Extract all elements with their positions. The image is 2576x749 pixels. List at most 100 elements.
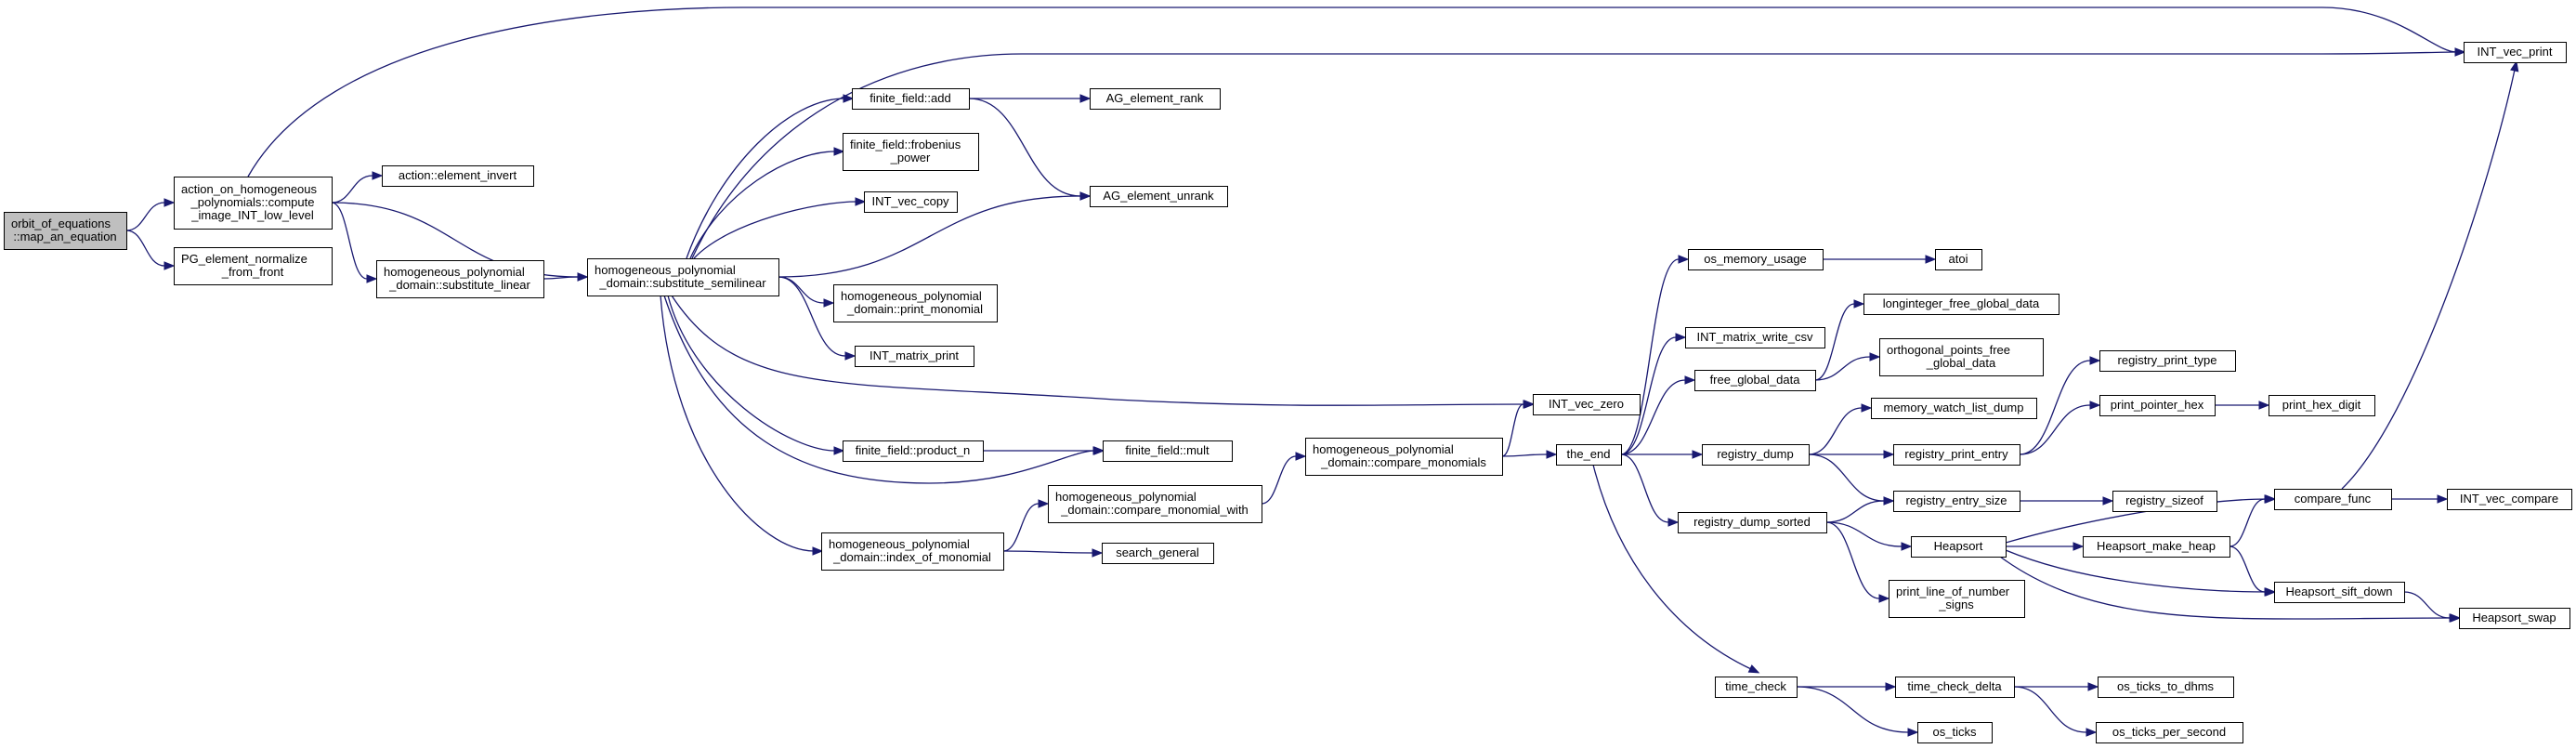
node-regdumpsorted[interactable]: registry_dump_sorted	[1678, 512, 1827, 533]
edge-arrowhead	[163, 261, 176, 270]
edge-arrowhead	[1885, 682, 1897, 691]
edge-arrowhead	[1546, 450, 1558, 459]
node-hpsublin[interactable]: homogeneous_polynomial_domain::substitut…	[376, 260, 544, 298]
edge-line	[1796, 686, 1909, 733]
node-freeglob[interactable]: free_global_data	[1694, 370, 1816, 391]
node-box	[1715, 677, 1798, 698]
node-actinv[interactable]: action::element_invert	[382, 165, 534, 187]
edge-arrowhead	[2264, 587, 2276, 597]
edge-line	[125, 202, 165, 231]
node-label: registry_dump_sorted	[1693, 515, 1811, 529]
edge-line	[1620, 336, 1677, 455]
edge-line	[2341, 69, 2516, 490]
node-pgnorm[interactable]: PG_element_normalize_from_front	[174, 247, 333, 285]
node-osticksdhms[interactable]: os_ticks_to_dhms	[2098, 677, 2234, 698]
node-root[interactable]: orbit_of_equations::map_an_equation	[4, 212, 127, 250]
node-box	[1893, 444, 2020, 466]
edge-line	[125, 230, 165, 267]
edge-regdump-to-regprintentry	[1809, 450, 1895, 459]
edge-heapsift-to-heapswap	[2403, 591, 2461, 623]
node-theend[interactable]: the_end	[1556, 444, 1622, 466]
node-osticksps[interactable]: os_ticks_per_second	[2096, 722, 2243, 743]
edge-timecheck-to-osticks	[1796, 686, 1919, 737]
node-heapsift[interactable]: Heapsort_sift_down	[2274, 582, 2405, 603]
edge-line	[331, 175, 373, 204]
node-intveczero[interactable]: INT_vec_zero	[1533, 394, 1641, 415]
node-hpprintmon[interactable]: homogeneous_polynomial_domain::print_mon…	[833, 284, 998, 322]
edge-printptrhex-to-printhexdigit	[2215, 401, 2270, 410]
edge-hpindex-to-hpcmpwith	[1002, 499, 1050, 552]
node-ffrob[interactable]: finite_field::frobenius_power	[843, 133, 979, 171]
node-box	[1103, 440, 1233, 462]
node-regentrysize[interactable]: registry_entry_size	[1893, 491, 2020, 512]
node-box	[376, 260, 544, 298]
node-osmem[interactable]: os_memory_usage	[1688, 249, 1824, 270]
edge-line	[660, 295, 815, 552]
edge-arrowhead	[2454, 47, 2466, 57]
node-timecheck[interactable]: time_check	[1715, 677, 1798, 698]
node-regprintentry[interactable]: registry_print_entry	[1893, 444, 2020, 466]
node-box	[855, 346, 974, 367]
node-osticks[interactable]: os_ticks	[1917, 722, 1993, 743]
edge-line	[691, 51, 2457, 259]
node-regsizeof[interactable]: registry_sizeof	[2112, 491, 2217, 512]
node-heapsort[interactable]: Heapsort	[1911, 536, 2007, 558]
node-box	[587, 258, 779, 296]
node-regprinttype[interactable]: registry_print_type	[2099, 350, 2236, 372]
node-intveccopy[interactable]: INT_vec_copy	[864, 191, 958, 213]
node-box	[2099, 395, 2216, 416]
node-label: homogeneous_polynomial	[829, 537, 970, 551]
node-intveccmp[interactable]: INT_vec_compare	[2447, 489, 2572, 510]
node-atoi[interactable]: atoi	[1935, 249, 1982, 270]
node-orthpts[interactable]: orthogonal_points_free_global_data	[1879, 338, 2044, 376]
edge-arrowhead	[2264, 494, 2276, 504]
edge-line	[1592, 464, 1752, 670]
edge-cmpfunc-to-intveccmp	[2391, 494, 2449, 504]
node-box	[1685, 327, 1825, 348]
node-label: finite_field::mult	[1125, 443, 1210, 457]
edge-line	[1620, 453, 1669, 523]
node-hpsubsemi[interactable]: homogeneous_polynomial_domain::substitut…	[587, 258, 779, 296]
node-cmpfunc[interactable]: compare_func	[2274, 489, 2392, 510]
node-label: INT_vec_zero	[1549, 397, 1624, 411]
node-regdump[interactable]: registry_dump	[1702, 444, 1810, 466]
node-intmatprint[interactable]: INT_matrix_print	[855, 346, 974, 367]
edge-arrowhead	[1678, 255, 1690, 264]
node-intmatcsv[interactable]: INT_matrix_write_csv	[1685, 327, 1825, 348]
node-box	[2274, 489, 2392, 510]
node-heapswap[interactable]: Heapsort_swap	[2459, 608, 2570, 629]
node-label: longinteger_free_global_data	[1883, 296, 2040, 310]
node-agrank[interactable]: AG_element_rank	[1090, 88, 1221, 110]
node-hpcmpwith[interactable]: homogeneous_polynomial_domain::compare_m…	[1048, 485, 1262, 523]
edge-line	[1501, 453, 1548, 457]
node-printhexdigit[interactable]: print_hex_digit	[2269, 395, 2375, 416]
node-printptrhex[interactable]: print_pointer_hex	[2099, 395, 2216, 416]
node-label: registry_print_entry	[1904, 447, 2008, 461]
node-timecheckdelta[interactable]: time_check_delta	[1895, 677, 2015, 698]
node-ffadd[interactable]: finite_field::add	[852, 88, 970, 110]
edge-line	[693, 201, 857, 259]
edge-freeglob-to-longint	[1814, 299, 1865, 381]
edge-line	[2229, 498, 2266, 547]
node-ffprodn[interactable]: finite_field::product_n	[843, 440, 984, 462]
node-aohp[interactable]: action_on_homogeneous_polynomials::compu…	[174, 177, 333, 230]
node-label: memory_watch_list_dump	[1883, 401, 2023, 414]
edge-line	[2403, 591, 2451, 619]
node-memwatch[interactable]: memory_watch_list_dump	[1871, 398, 2037, 419]
node-label: registry_print_type	[2118, 353, 2217, 367]
node-heapmake[interactable]: Heapsort_make_heap	[2083, 536, 2230, 558]
node-label: INT_matrix_print	[870, 348, 959, 362]
node-hpindex[interactable]: homogeneous_polynomial_domain::index_of_…	[821, 532, 1004, 571]
edge-arrowhead	[2089, 356, 2101, 365]
node-searchgen[interactable]: search_general	[1102, 543, 1214, 564]
node-intvecprint[interactable]: INT_vec_print	[2464, 42, 2567, 63]
edge-arrowhead	[1907, 728, 1919, 737]
node-longint[interactable]: longinteger_free_global_data	[1863, 294, 2059, 315]
edge-line	[1825, 521, 1880, 599]
node-agunrank[interactable]: AG_element_unrank	[1090, 186, 1228, 207]
node-hpcmp[interactable]: homogeneous_polynomial_domain::compare_m…	[1305, 438, 1503, 476]
node-ffmult[interactable]: finite_field::mult	[1103, 440, 1233, 462]
edge-arrowhead	[1079, 94, 1092, 103]
node-label: print_hex_digit	[2282, 398, 2361, 412]
node-printline[interactable]: print_line_of_number_signs	[1889, 580, 2025, 618]
